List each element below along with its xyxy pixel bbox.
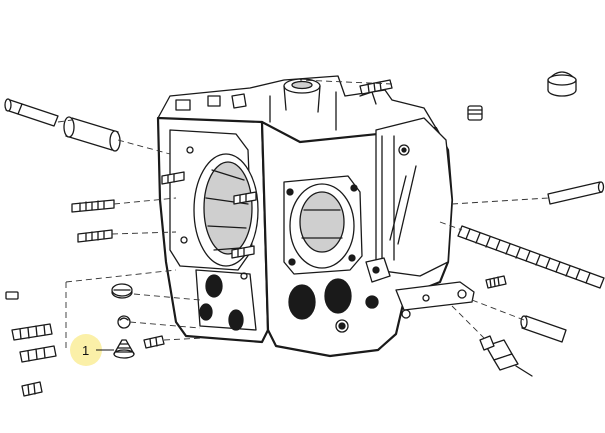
stud-left-1 [71,197,177,213]
stud-left-4 [19,345,57,363]
small-plug-left [5,291,19,300]
oil-pressure-switch [451,305,533,377]
long-stud [439,221,605,289]
dowel-pin-left [4,98,59,127]
stud-left-3 [11,323,53,341]
crankcase-block [156,75,475,358]
sleeve-left [63,116,171,155]
stud-left-2 [77,229,177,243]
dowel-pin-right [451,181,605,205]
callout-1-label: 1 [82,343,89,358]
small-nut [467,105,483,121]
plug-small-center [143,335,165,349]
studs-inner [161,171,257,259]
sleeve-right [471,299,567,343]
short-stud-right [485,275,507,289]
spring-center [113,339,135,359]
grub-screw-left [21,381,43,397]
leader-lines [57,79,393,350]
domed-plug [547,71,577,97]
washer-center [111,283,133,299]
callout-1: 1 [70,334,114,366]
ball-center [117,315,131,329]
